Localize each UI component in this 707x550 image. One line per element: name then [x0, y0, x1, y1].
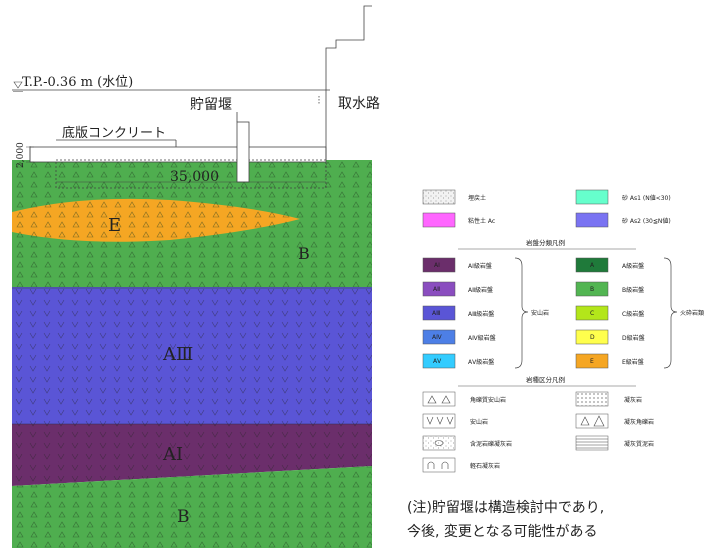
legend-label-mudstone-pebble-tuff: 含泥岩礫凝灰岩: [470, 440, 512, 448]
legend-code-AI: AⅠ: [434, 262, 440, 269]
tuff-group-label: 火砕岩類: [680, 309, 704, 317]
legend-swatch-sand1: [575, 189, 609, 205]
legend-pattern-tuff: [575, 391, 609, 407]
legend-label-C: C級岩盤: [622, 310, 644, 318]
note: (注)貯留堰は構造検討中であり, 今後, 変更となる可能性がある: [407, 496, 705, 544]
structure-lines: [12, 5, 372, 189]
zone-AIII-label: AⅢ: [162, 344, 193, 365]
legend-pattern-mudstone-pebble-tuff: [422, 435, 456, 451]
legend-label-pumice-tuff: 軽石凝灰岩: [470, 462, 500, 470]
legend-label-E: E級岩盤: [622, 358, 644, 366]
legend-pattern-breccia-andesite: [422, 391, 456, 407]
soil-legend: 埋戻土 粘性土 Ac 砂 As1 (N値<30) 砂 As2 (30≦N値): [422, 189, 671, 228]
note-line-1: (注)貯留堰は構造検討中であり,: [407, 500, 605, 516]
zone-E-label: E: [108, 215, 121, 236]
legend-label-AII: AⅡ級岩盤: [468, 286, 493, 294]
legend-swatch-AII: [422, 281, 456, 297]
tuff-legend: A A級岩盤 B B級岩盤 C C級岩盤 D D級岩盤 E E級岩盤 火砕岩類: [575, 257, 704, 369]
legend-swatch-clay: [422, 212, 456, 228]
dim-2000-label: 2,000: [16, 142, 26, 168]
legend-label-B: B級岩盤: [622, 286, 644, 294]
andesite-legend: AⅠ AⅠ級岩盤 AⅡ AⅡ級岩盤 AⅢ AⅢ級岩盤 AⅣ AⅣ級岩盤 AⅤ A…: [422, 257, 549, 369]
zone-B-lower-label: B: [177, 507, 190, 527]
legend-code-AII: AⅡ: [433, 286, 440, 293]
rock-class-header: 岩盤分類凡例: [526, 238, 565, 247]
note-line-2: 今後, 変更となる可能性がある: [407, 524, 598, 540]
legend-code-AIII: AⅢ: [432, 310, 440, 317]
legend-swatch-AIV: [422, 329, 456, 345]
legend-swatch-B: [575, 281, 609, 297]
section-layers: [12, 160, 372, 548]
legend-code-D: D: [590, 334, 595, 341]
legend-swatch-AV: [422, 353, 456, 369]
legend-code-AV: AⅤ: [433, 358, 442, 365]
section-labels: T.P.-0.36 m (水位) 貯留堰 取水路 底版コンクリート 2,000 …: [16, 75, 380, 527]
legend-label-AIII: AⅢ級岩盤: [468, 310, 494, 318]
rock-type-header: 岩種区分凡例: [526, 375, 565, 384]
legend-label-sand1: 砂 As1 (N値<30): [622, 194, 671, 202]
legend-pattern-tuffaceous-mudstone: [575, 435, 609, 451]
legend-label-tuffaceous-mudstone: 凝灰質泥岩: [624, 440, 654, 448]
legend-label-sand2: 砂 As2 (30≦N値): [622, 217, 671, 225]
legend-code-E: E: [590, 358, 594, 365]
andesite-group-label: 安山岩: [531, 309, 549, 317]
legend-swatch-sand2: [575, 212, 609, 228]
legend-swatch-A: [575, 257, 609, 273]
legend-label-breccia-andesite: 角礫質安山岩: [470, 396, 506, 404]
legend-label-tuff: 凝灰岩: [624, 396, 642, 404]
legend-label-tuff-breccia: 凝灰角礫岩: [624, 418, 654, 426]
legend-label-AI: AⅠ級岩盤: [468, 262, 492, 270]
legend-swatch-E: [575, 353, 609, 369]
legend-code-C: C: [590, 310, 594, 317]
legend-label-AV: AⅤ級岩盤: [468, 358, 494, 366]
zone-B-upper-label: B: [298, 244, 310, 263]
water-level-label: T.P.-0.36 m (水位): [22, 75, 133, 90]
legend: 埋戻土 粘性土 Ac 砂 As1 (N値<30) 砂 As2 (30≦N値) 岩…: [422, 189, 704, 473]
reservoir-weir-label: 貯留堰: [190, 97, 232, 113]
base-slab-label: 底版コンクリート: [62, 125, 166, 141]
legend-label-andesite: 安山岩: [470, 418, 488, 426]
legend-pattern-pumice-tuff: [422, 457, 456, 473]
legend-code-B: B: [590, 286, 594, 293]
tuff-brace: [663, 257, 678, 369]
legend-code-AIV: AⅣ: [432, 334, 442, 341]
legend-swatch-AIII: [422, 305, 456, 321]
dim-35000-label: 35,000: [170, 169, 219, 185]
legend-swatch-D: [575, 329, 609, 345]
rock-type-legend: 角礫質安山岩 凝灰岩 安山岩 凝灰角礫岩 含泥岩礫凝灰岩 凝灰質泥岩: [422, 391, 654, 473]
legend-label-A: A級岩盤: [622, 262, 644, 270]
intake-label: 取水路: [338, 96, 380, 112]
legend-swatch-C: [575, 305, 609, 321]
legend-label-backfill: 埋戻土: [468, 194, 486, 202]
andesite-brace: [514, 257, 529, 369]
zone-AI-label: AⅠ: [162, 444, 183, 465]
legend-swatch-AI: [422, 257, 456, 273]
legend-label-clay: 粘性土 Ac: [468, 217, 495, 225]
legend-label-D: D級岩盤: [622, 334, 645, 342]
legend-code-A: A: [590, 262, 595, 269]
legend-label-AIV: AⅣ級岩盤: [468, 334, 496, 342]
